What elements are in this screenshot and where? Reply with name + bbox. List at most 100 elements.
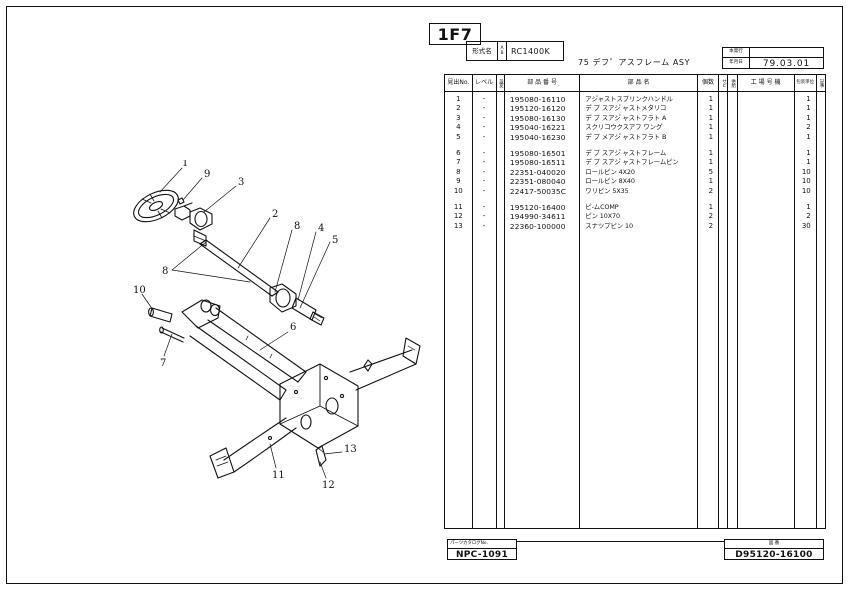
- header-remarks: 工 場 号 機: [738, 75, 795, 91]
- steering-wheel-spokes: [141, 193, 171, 219]
- table-cell-level: -: [482, 95, 486, 103]
- steering-wheel-hub: [148, 200, 164, 212]
- header-package-unit: 包装単位: [795, 75, 817, 91]
- upper-joint-bracket: [193, 229, 207, 247]
- beam-bolt-dot: [267, 435, 273, 441]
- right-flange-slot: [407, 345, 416, 351]
- table-cell-pkg: 10: [801, 177, 811, 186]
- upper-bracket-line: [193, 235, 207, 242]
- callout-1: 1: [182, 160, 188, 169]
- column-spare-2: [728, 92, 738, 528]
- table-cell-level: -: [482, 158, 486, 167]
- callout-3: 3: [238, 177, 244, 188]
- table-cell-index: 2: [456, 104, 461, 113]
- table-cell-level: -: [482, 167, 486, 176]
- table-cell-part_name: ピン 10X70: [585, 212, 620, 221]
- issue-date-bottom-label: 年月日: [723, 58, 750, 69]
- row-group: -----: [473, 149, 496, 196]
- column-part-name: アシ゚ャストスプリンクハント゚ルテ゚ プ スアシ゚ ャストメタリコテ゚ プ…: [580, 92, 698, 528]
- header-tail: 記事: [817, 75, 825, 91]
- table-cell-qty: 5: [708, 167, 714, 176]
- row-group: テ゚ プ スアシ゚ ャストフレームテ゚ プ スアシ゚ ャストフレームピンロ…: [580, 149, 697, 196]
- bolt-dot-c: [339, 393, 345, 399]
- header-part-number: 部 品 番 号: [505, 75, 581, 91]
- column-remarks: [738, 92, 795, 528]
- header-index-no: 見出No.: [445, 75, 473, 91]
- table-cell-part_name: ピ-ムCOMP: [585, 202, 619, 211]
- center-box-hole-b: [300, 414, 312, 430]
- column-spare-1: [719, 92, 729, 528]
- bolt-dot-b: [323, 375, 329, 381]
- catalog-number-box: パーツカタログNo. NPC-1091: [447, 539, 517, 560]
- header-change: 設変: [497, 75, 505, 91]
- table-cell-index: 11: [453, 202, 463, 211]
- table-cell-pkg: 30: [801, 221, 811, 230]
- table-cell-part_name: テ゚ プ スアシ゚ ャストフレームピン: [585, 158, 679, 167]
- table-cell-pkg: 1: [806, 202, 811, 211]
- model-ab-selector: A B: [498, 42, 507, 60]
- model-option-b: B: [500, 51, 504, 56]
- table-cell-index: 4: [456, 123, 461, 132]
- document-number-label: 図 番: [725, 540, 823, 549]
- table-cell-level: -: [482, 212, 486, 221]
- callout-8b: 8: [162, 266, 168, 277]
- table-cell-qty: 1: [708, 104, 714, 113]
- left-beam-flange: [209, 447, 235, 479]
- callout-8a: 8: [294, 221, 300, 232]
- row-group: -----: [473, 95, 496, 142]
- footer-divider: [517, 541, 724, 542]
- wheel-hub-collar: [174, 205, 191, 221]
- steering-wheel-inner: [137, 193, 175, 219]
- header-tail-text: 記事: [819, 79, 825, 87]
- table-cell-level: -: [482, 221, 486, 230]
- callout-leader-lines: [141, 167, 343, 479]
- table-cell-level: -: [482, 202, 486, 211]
- table-cell-part_number: 22351-080040: [509, 177, 566, 187]
- issue-date-top-row: 本発行: [723, 48, 823, 58]
- drawing-svg: 1 9 3 2 8 4 5 8 10 7 6 11 12 13: [133, 158, 421, 491]
- table-cell-level: -: [482, 186, 486, 195]
- callout-10: 10: [133, 285, 146, 296]
- right-arm-bottom-edge: [355, 363, 417, 391]
- pin-7-head: [159, 326, 164, 334]
- snap-pin-notch: [317, 447, 324, 453]
- exploded-parts-drawing: 1 9 3 2 8 4 5 8 10 7 6 11 12 13: [120, 158, 430, 491]
- upper-arm-ribs: [245, 335, 273, 359]
- header-package-unit-text: 包装単位: [796, 79, 814, 85]
- table-cell-part_number: 194990-34611: [509, 212, 566, 222]
- shaft-stub: [183, 202, 193, 207]
- callout-numbers: 1 9 3 2 8 4 5 8 10 7 6 11 12 13: [133, 158, 357, 491]
- lower-joint-yoke: [275, 288, 291, 308]
- table-cell-part_name: アシ゚ャストスプリンクハント゚ル: [585, 95, 673, 103]
- lower-arm-bottom-edge: [189, 335, 281, 401]
- table-cell-index: 9: [456, 177, 461, 186]
- right-arm-top-edge: [349, 349, 413, 373]
- table-cell-part_number: 195120-16400: [509, 202, 566, 212]
- table-cell-qty: 1: [708, 132, 714, 141]
- table-cell-part_name: テ゚ プ スアシ゚ ャストフラト A: [585, 113, 667, 122]
- table-cell-part_number: 195120-16120: [509, 104, 566, 114]
- table-cell-qty: 1: [708, 148, 714, 157]
- table-cell-part_number: 195040-16221: [509, 123, 566, 133]
- key-pin-9: [177, 197, 185, 205]
- bolt-dot-a: [293, 389, 299, 395]
- table-cell-part_number: 195080-16511: [509, 158, 566, 168]
- table-cell-part_number: 195080-16501: [509, 148, 566, 158]
- table-cell-index: 10: [453, 186, 463, 195]
- lower-arm-end-cap: [279, 389, 287, 401]
- document-number-value: D95120-16100: [735, 549, 813, 560]
- table-cell-index: 6: [456, 148, 461, 157]
- table-cell-pkg: 1: [806, 104, 811, 113]
- table-cell-level: -: [482, 148, 486, 157]
- page-tab-label: 1F7: [429, 23, 481, 45]
- table-cell-pkg: 1: [806, 113, 811, 122]
- pin-part-7-upper: [161, 327, 185, 339]
- table-cell-pkg: 1: [806, 132, 811, 141]
- table-cell-index: 13: [453, 221, 463, 230]
